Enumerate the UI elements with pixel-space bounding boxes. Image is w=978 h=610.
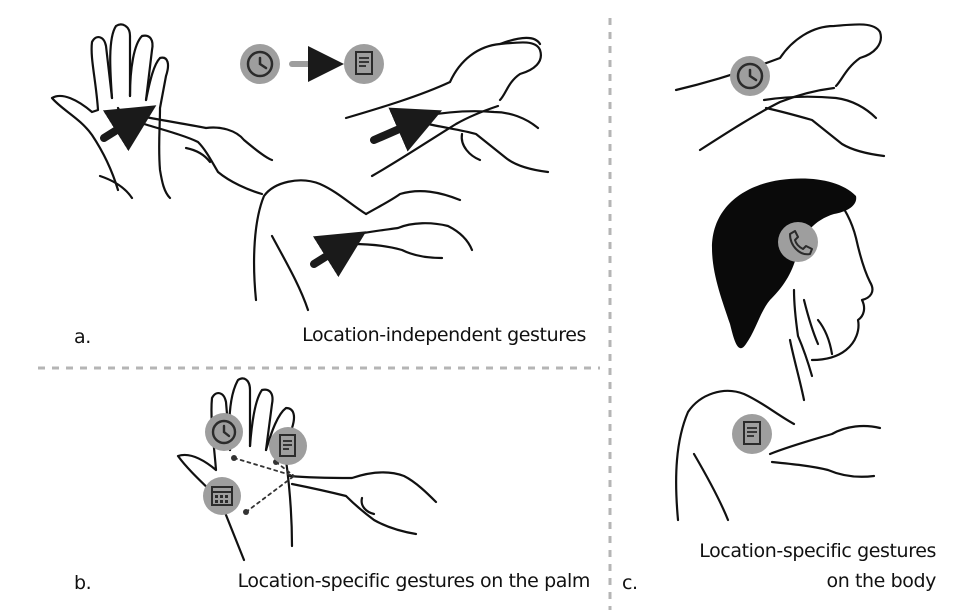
location-dot-2	[243, 509, 249, 515]
clock-icon	[240, 44, 280, 84]
palm-hand-b	[176, 377, 296, 562]
panel-a-illustration	[50, 23, 550, 312]
notes-icon	[732, 414, 772, 454]
panel-c-letter: c.	[622, 572, 638, 594]
shoulder-arm-a	[253, 179, 462, 312]
arrow-a1	[100, 105, 157, 152]
panel-c-caption-line1: Location-specific gestures	[699, 540, 936, 562]
panel-b-caption: Location-specific gestures on the palm	[237, 570, 591, 592]
notes-icon	[269, 427, 307, 465]
shoulder-arm-c	[675, 389, 796, 522]
arrow-a2	[370, 107, 443, 152]
arrow-a3	[310, 231, 367, 278]
pointing-hand-a2	[422, 110, 550, 174]
notes-icon	[344, 44, 384, 84]
pointing-hand-c2	[792, 288, 834, 378]
panel-a-caption: Location-independent gestures	[302, 324, 586, 346]
pointing-hand-a1	[138, 114, 274, 196]
calendar-icon	[203, 477, 241, 515]
panel-b-illustration	[176, 377, 438, 562]
hair-shape	[712, 178, 857, 349]
pointing-hand-b	[288, 471, 438, 536]
pointing-hand-a3	[346, 222, 474, 260]
wrist-hand-c	[674, 23, 882, 152]
clock-icon	[205, 413, 243, 451]
panel-dividers	[38, 18, 612, 610]
pointing-hand-c1	[762, 95, 886, 158]
location-links	[233, 457, 295, 513]
palm-hand-a	[50, 23, 172, 200]
panel-a-letter: a.	[74, 326, 91, 348]
phone-icon	[778, 222, 818, 262]
panel-c-caption-line2: on the body	[826, 570, 936, 592]
location-dot-1	[231, 455, 237, 461]
clock-icon	[730, 56, 770, 96]
panel-b-letter: b.	[74, 572, 92, 594]
pointing-hand-c3	[768, 424, 882, 478]
